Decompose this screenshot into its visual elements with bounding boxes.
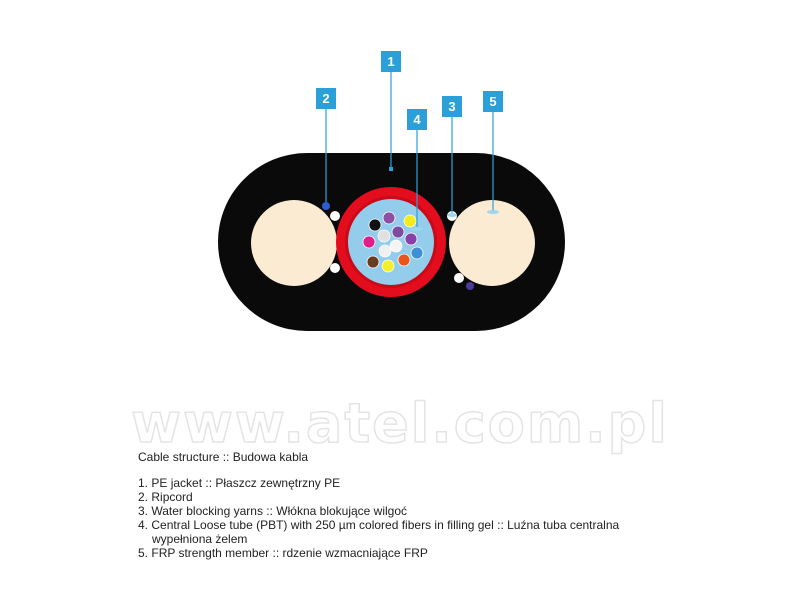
fiber-5 bbox=[377, 229, 391, 243]
water-blocking-yarn-1 bbox=[330, 211, 340, 221]
water-blocking-yarn-2 bbox=[330, 263, 340, 273]
legend-item: 4. Central Loose tube (PBT) with 250 µm … bbox=[138, 518, 698, 546]
callout-2: 2 bbox=[316, 88, 336, 109]
cable-cross-section-diagram: 1 2 3 4 5 bbox=[218, 51, 565, 331]
legend-item-continuation: wypełniona żelem bbox=[152, 532, 248, 546]
legend-title: Cable structure :: Budowa kabla bbox=[138, 450, 309, 464]
leader-marker-3 bbox=[447, 213, 457, 217]
callout-5-label: 5 bbox=[489, 94, 496, 109]
leader-marker-4 bbox=[411, 227, 423, 231]
legend-item-text: Central Loose tube (PBT) with 250 µm col… bbox=[151, 518, 620, 532]
fiber-8 bbox=[404, 232, 418, 246]
watermark: www.atel.com.pl bbox=[130, 391, 669, 456]
colored-fibers bbox=[362, 211, 424, 273]
frp-strength-member-left bbox=[251, 200, 337, 286]
callout-4: 4 bbox=[407, 109, 427, 130]
callout-2-label: 2 bbox=[322, 91, 329, 106]
legend-item: 5. FRP strength member :: rdzenie wzmacn… bbox=[138, 546, 698, 560]
callout-1-label: 1 bbox=[387, 54, 394, 69]
callout-3-label: 3 bbox=[448, 99, 455, 114]
frp-strength-member-right bbox=[449, 200, 535, 286]
fiber-7 bbox=[389, 239, 403, 253]
water-blocking-yarn-4 bbox=[454, 273, 464, 283]
fiber-4 bbox=[362, 235, 376, 249]
legend-item-number: 1. bbox=[138, 476, 149, 490]
legend-item-number: 2. bbox=[138, 490, 149, 504]
leader-marker-5 bbox=[487, 210, 499, 214]
legend-item-number: 4. bbox=[138, 518, 149, 532]
callout-4-label: 4 bbox=[413, 112, 421, 127]
legend-item: 3. Water blocking yarns :: Włókna blokuj… bbox=[138, 504, 698, 518]
callout-3: 3 bbox=[442, 96, 462, 117]
legend: Cable structure :: Budowa kabla 1. PE ja… bbox=[138, 450, 698, 560]
callout-1: 1 bbox=[381, 51, 401, 72]
filling-gel bbox=[348, 199, 434, 285]
fiber-1 bbox=[382, 211, 396, 225]
ripcord bbox=[322, 202, 330, 210]
fiber-2 bbox=[368, 218, 382, 232]
leader-marker-1 bbox=[389, 167, 393, 171]
fiber-11 bbox=[378, 244, 392, 258]
fiber-10 bbox=[381, 259, 395, 273]
legend-item: 1. PE jacket :: Płaszcz zewnętrzny PE bbox=[138, 476, 698, 490]
fiber-12 bbox=[397, 253, 411, 267]
callout-5: 5 bbox=[483, 91, 503, 112]
fiber-13 bbox=[410, 246, 424, 260]
legend-item: 2. Ripcord bbox=[138, 490, 698, 504]
fiber-6 bbox=[391, 225, 405, 239]
water-blocking-yarn-5 bbox=[466, 282, 474, 290]
fiber-9 bbox=[366, 255, 380, 269]
legend-item-number: 5. bbox=[138, 546, 149, 560]
legend-item-text: PE jacket :: Płaszcz zewnętrzny PE bbox=[151, 476, 341, 490]
legend-list: 1. PE jacket :: Płaszcz zewnętrzny PE 2.… bbox=[138, 476, 698, 560]
legend-item-text: Water blocking yarns :: Włókna blokujące… bbox=[151, 504, 408, 518]
legend-item-number: 3. bbox=[138, 504, 149, 518]
legend-item-text: FRP strength member :: rdzenie wzmacniaj… bbox=[151, 546, 428, 560]
legend-item-text: Ripcord bbox=[151, 490, 193, 504]
fiber-3 bbox=[403, 214, 417, 228]
